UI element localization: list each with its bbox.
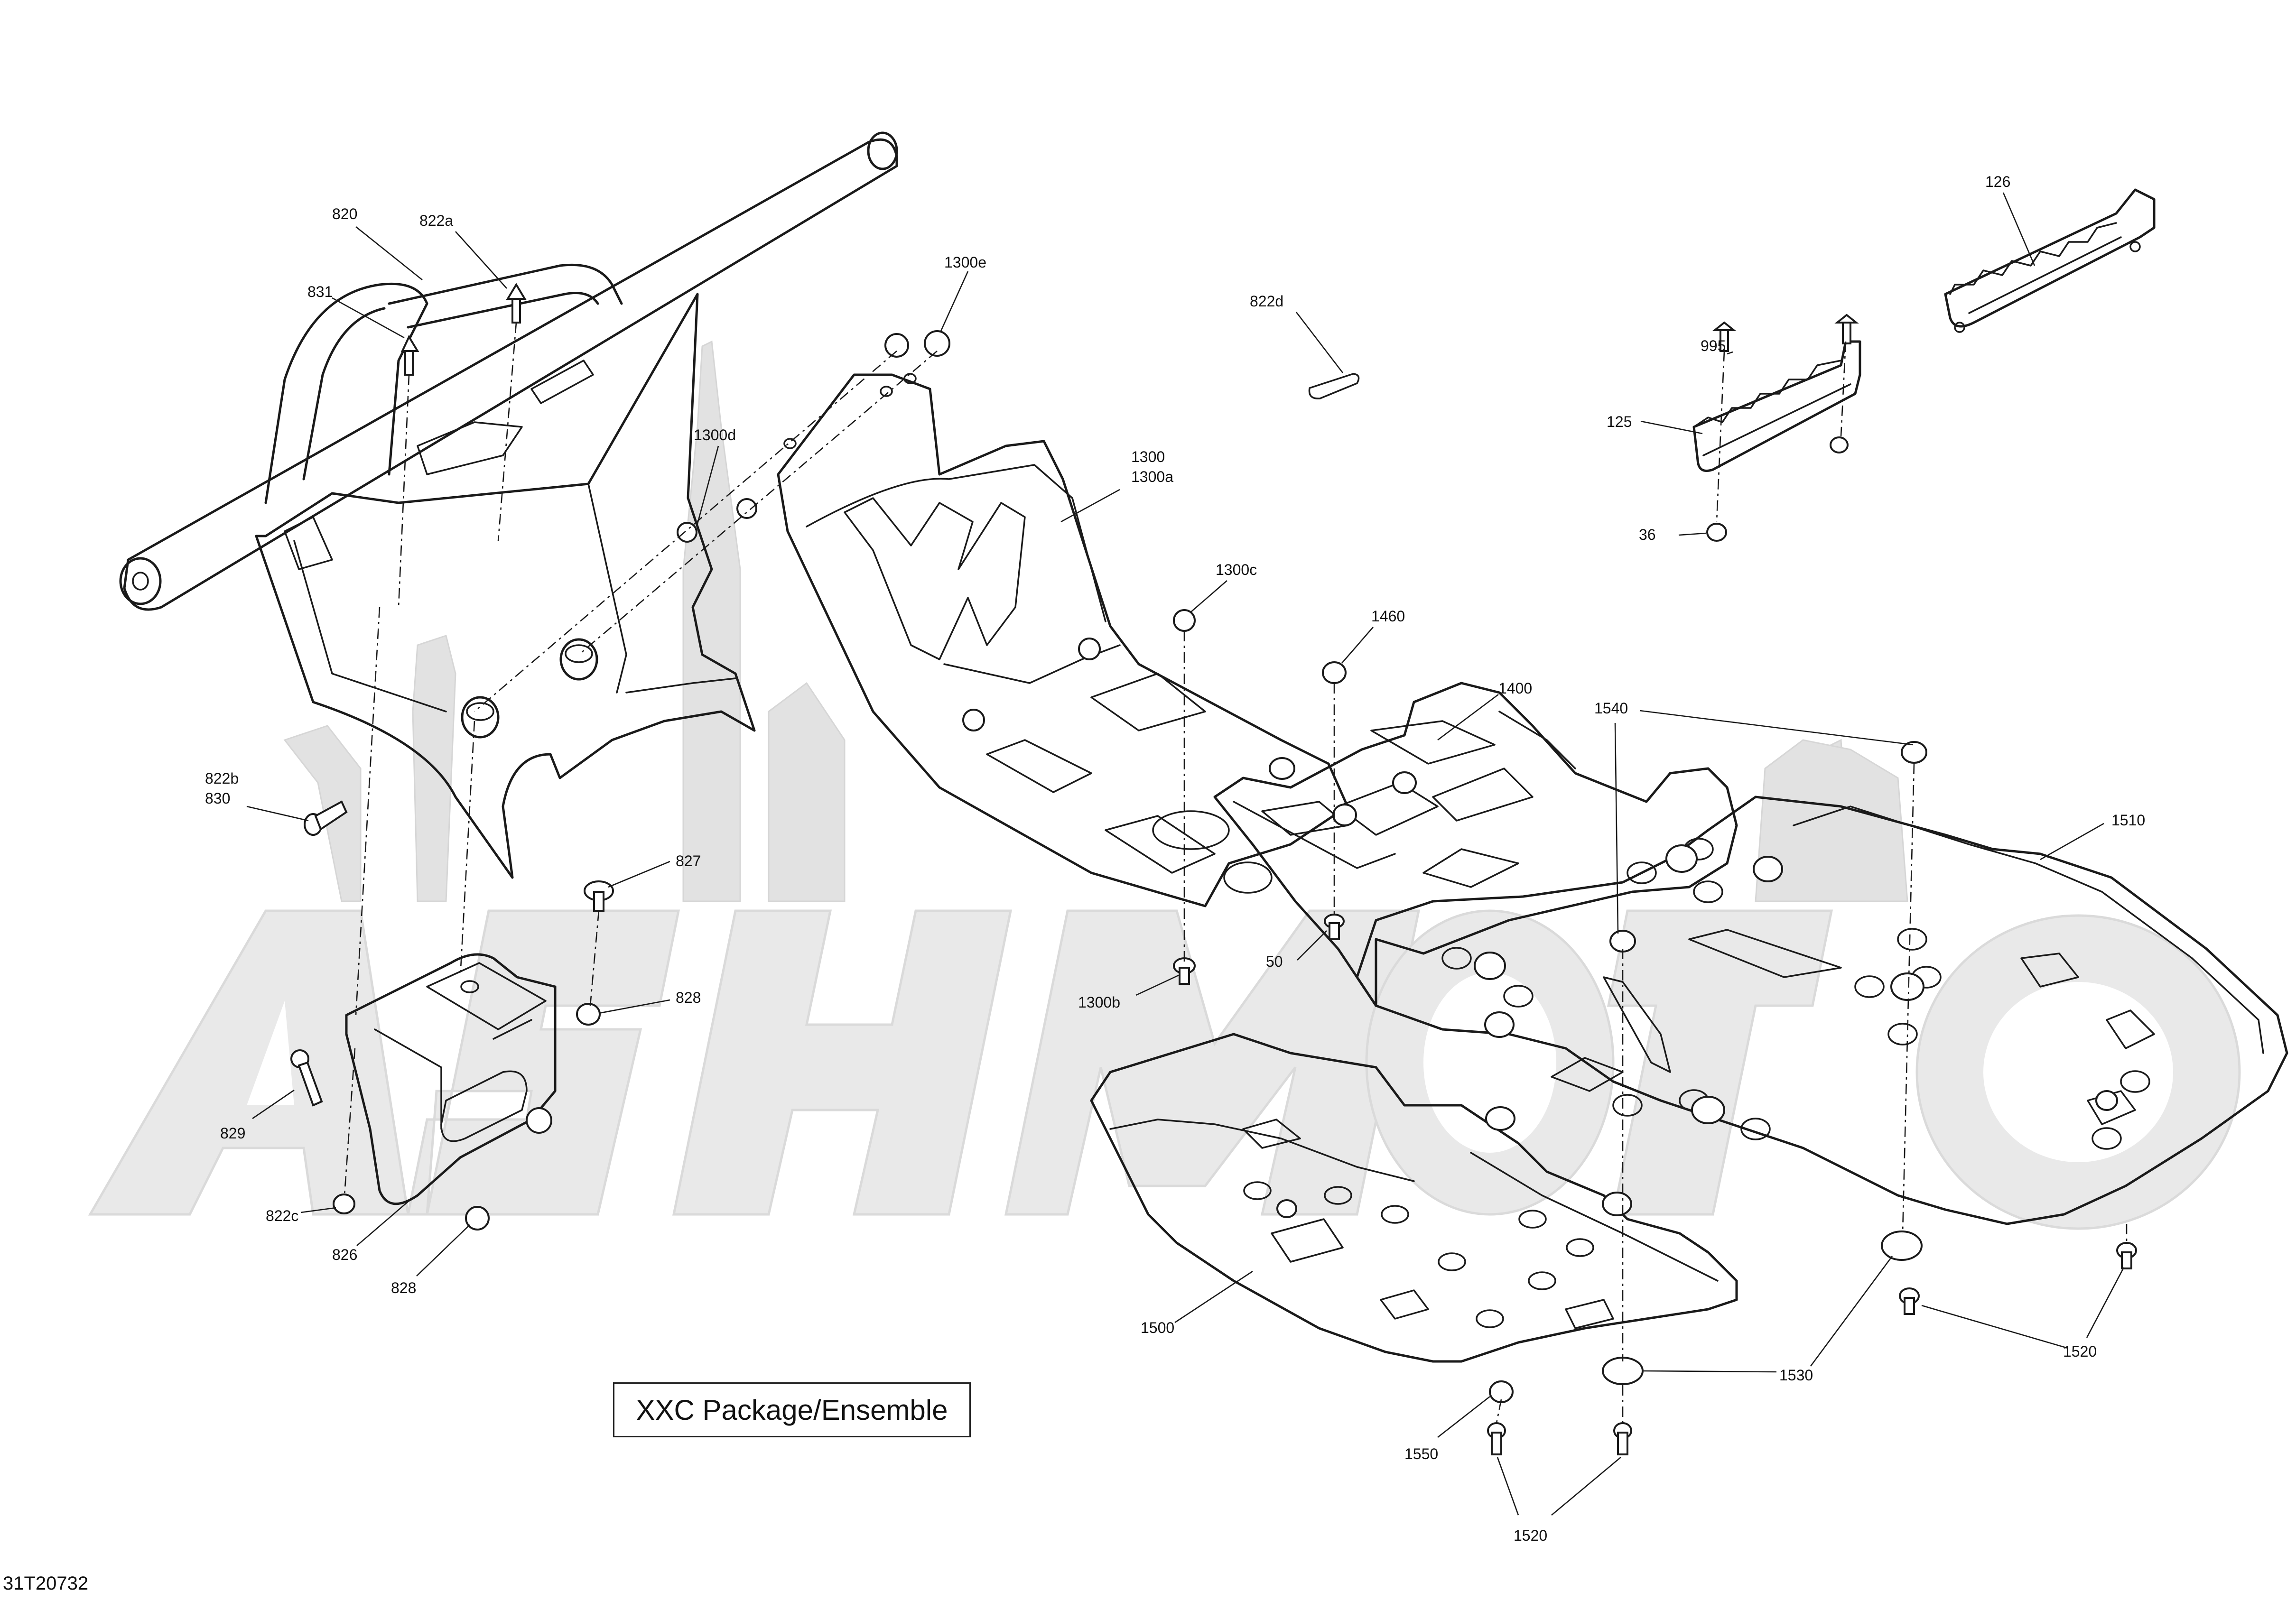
nut-1300c [1173, 609, 1196, 632]
label-126: 126 [1985, 173, 2011, 190]
nuts-on-1510 [1474, 844, 2118, 1124]
nut-1550 [1489, 1380, 1514, 1403]
screw-1300d [677, 498, 757, 543]
assembly-lines [344, 322, 2128, 1424]
nut-1300e [884, 330, 950, 358]
leader-lines [246, 192, 2125, 1516]
nut-822c [333, 1194, 355, 1214]
nut-side-826 [526, 1107, 552, 1134]
label-50: 50 [1266, 953, 1283, 970]
label-1510: 1510 [2111, 812, 2146, 829]
label-1300c: 1300c [1216, 561, 1257, 578]
footpeg-125 [1692, 340, 1861, 472]
footpeg-126 [1944, 188, 2156, 333]
label-1400: 1400 [1498, 680, 1533, 697]
screw-1520 [1487, 1242, 2137, 1455]
label-1300e: 1300e [944, 254, 986, 271]
screw-50 [1324, 914, 1345, 940]
label-1500: 1500 [1141, 1319, 1175, 1336]
bracket-826 [345, 953, 557, 1205]
label-829: 829 [220, 1125, 246, 1142]
front-bumper-820 [119, 131, 898, 611]
label-1460: 1460 [1371, 608, 1405, 625]
label-828-lower: 828 [391, 1279, 417, 1296]
label-827: 827 [676, 852, 701, 870]
watermark-logo [283, 340, 1908, 902]
nuts-on-1300 [962, 638, 1101, 731]
rivet-827 [584, 880, 614, 912]
screw-831 [400, 334, 419, 376]
skid-plate-1400 [1213, 682, 1738, 1007]
label-1300b: 1300b [1078, 994, 1120, 1011]
label-820: 820 [332, 205, 358, 222]
label-1540: 1540 [1594, 700, 1628, 717]
label-822c: 822c [266, 1207, 299, 1224]
washer-1530 [1602, 1231, 1923, 1385]
label-1520-bottom: 1520 [1514, 1527, 1548, 1544]
skid-plate-1300 [777, 373, 1349, 907]
nuts-on-1400 [1269, 757, 1417, 826]
label-125: 125 [1607, 413, 1632, 430]
label-1520-right: 1520 [2063, 1343, 2097, 1360]
label-831: 831 [307, 283, 333, 300]
label-1300d: 1300d [694, 426, 736, 444]
nut-828-lower [465, 1206, 490, 1231]
label-1300a: 1300a [1131, 468, 1173, 485]
label-995: 995 [1701, 337, 1726, 354]
front-skid-plate [255, 293, 756, 879]
screw-822b [304, 800, 348, 836]
screw-1300b [1173, 957, 1196, 985]
label-828-upper: 828 [676, 989, 701, 1006]
label-826: 826 [332, 1246, 358, 1263]
label-36: 36 [1639, 526, 1656, 543]
label-830: 830 [205, 790, 231, 807]
nut-828-upper [576, 1003, 601, 1026]
label-822b: 822b [205, 770, 239, 787]
bolt-995 [1712, 321, 1737, 352]
skid-plate-1500 [1090, 1033, 1738, 1363]
bolt-829 [290, 1049, 323, 1107]
nut-36 [1706, 523, 1727, 542]
label-822a: 822a [419, 212, 454, 229]
watermark-text [88, 909, 2241, 1230]
label-1530: 1530 [1779, 1367, 1813, 1384]
decal-822d [1308, 373, 1360, 399]
bolt-upper-125 [1834, 314, 1859, 344]
document-id: 31T20732 [3, 1573, 89, 1594]
nut-1460 [1322, 661, 1347, 684]
watermark-cutouts [247, 972, 2173, 1162]
label-1300: 1300 [1131, 448, 1165, 465]
nut-125-right [1830, 436, 1849, 453]
label-1550: 1550 [1404, 1445, 1439, 1462]
clips-on-1500 [1276, 1106, 1632, 1218]
label-822d: 822d [1250, 293, 1284, 310]
skid-plate-1510 [1356, 796, 2288, 1225]
screw-822a [506, 283, 527, 324]
package-note-box: XXC Package/Ensemble [613, 1382, 971, 1437]
